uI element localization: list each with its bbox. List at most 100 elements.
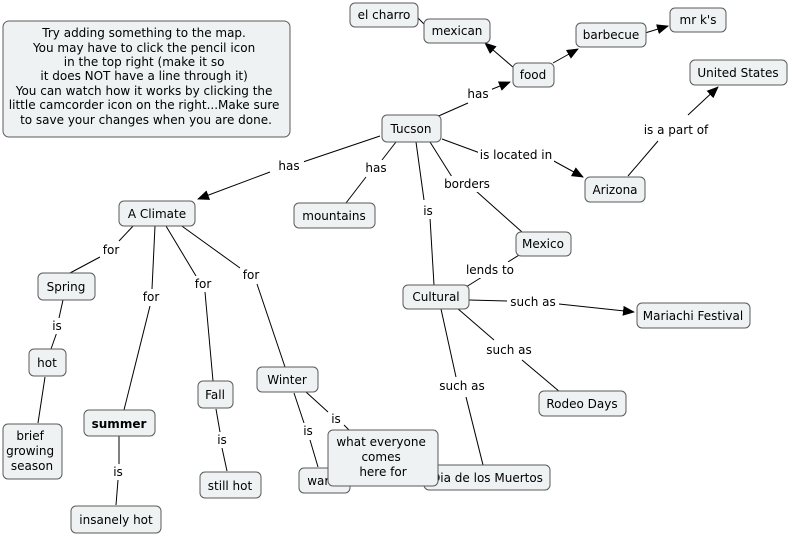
link-islocatedin-arizona — [551, 159, 584, 178]
link-has-climate — [197, 171, 271, 200]
svg-text:Try adding something to the ma: Try adding something to the map. You may… — [9, 26, 283, 127]
svg-text:Dia de los Muertos: Dia de los Muertos — [431, 471, 543, 485]
svg-text:for: for — [143, 290, 160, 304]
svg-text:still hot: still hot — [208, 479, 253, 493]
concept-node-summer[interactable]: summer — [83, 409, 156, 437]
svg-text:has: has — [278, 159, 299, 173]
svg-text:Cultural: Cultural — [412, 290, 459, 304]
concept-node-a-climate[interactable]: A Climate — [118, 200, 196, 227]
concept-node-mariachi-festival[interactable]: Mariachi Festival — [636, 302, 751, 329]
link-isapartof-unitedstates — [687, 86, 719, 116]
svg-text:Mariachi Festival: Mariachi Festival — [643, 309, 743, 323]
svg-text:mr k's: mr k's — [680, 13, 717, 27]
instructions-note — [2, 20, 291, 138]
svg-text:has: has — [467, 87, 488, 101]
concept-node-brief-growing-season[interactable]: brief growing season — [2, 423, 63, 480]
concept-node-el-charro[interactable]: el charro — [349, 2, 419, 28]
link-for-fall — [204, 291, 214, 382]
link-winter-is-2 — [305, 391, 329, 413]
svg-text:brief growing: brief growing season — [6, 429, 58, 473]
concept-node-mountains[interactable]: mountains — [293, 202, 376, 229]
link-is-stillhot — [221, 447, 228, 472]
svg-text:for: for — [243, 268, 260, 282]
concept-node-fall[interactable]: Fall — [197, 380, 234, 409]
svg-text:such as: such as — [486, 343, 531, 357]
instructions-text: Try adding something to the map. You may… — [9, 26, 283, 127]
link-is-warm — [309, 439, 319, 468]
concept-node-united-states[interactable]: United States — [689, 59, 788, 86]
label-for-fall: for — [192, 276, 214, 292]
link-hot-brief — [37, 376, 46, 424]
svg-text:Mexico: Mexico — [522, 237, 564, 251]
svg-text:for: for — [195, 277, 212, 291]
link-tucson-is — [415, 141, 425, 201]
concept-node-barbecue[interactable]: barbecue — [575, 22, 647, 48]
link-for-winter — [256, 283, 286, 368]
label-is-winter: is — [301, 423, 315, 439]
svg-text:such as: such as — [439, 379, 484, 393]
concept-node-cultural[interactable]: Cultural — [402, 284, 470, 310]
link-tucson-borders — [429, 141, 453, 178]
link-cultural-suchas-rodeo — [456, 307, 495, 341]
link-is-cultural — [429, 217, 435, 286]
svg-text:for: for — [103, 243, 120, 257]
svg-text:is: is — [331, 412, 341, 426]
svg-text:Winter: Winter — [267, 373, 307, 387]
svg-text:Spring: Spring — [47, 280, 86, 294]
link-is-hot — [50, 331, 58, 350]
concept-node-mexico[interactable]: Mexico — [515, 231, 572, 257]
label-is-a-part-of: is a part of — [640, 122, 712, 138]
svg-text:is: is — [113, 465, 123, 479]
link-cultural-suchas-dia — [440, 308, 457, 378]
concept-node-dia-de-los-muertos[interactable]: Dia de los Muertos — [423, 464, 551, 491]
label-has-food: has — [464, 86, 492, 102]
svg-text:mountains: mountains — [302, 209, 366, 223]
concept-node-winter[interactable]: Winter — [256, 366, 319, 393]
link-tucson-has-mountains — [381, 141, 397, 161]
svg-text:borders: borders — [444, 177, 490, 191]
link-lendsto-cultural — [465, 276, 483, 288]
svg-text:A Climate: A Climate — [128, 207, 186, 221]
label-lends-to: lends to — [464, 262, 516, 278]
link-climate-for-spring — [118, 223, 136, 242]
svg-text:has: has — [365, 161, 386, 175]
concept-node-what-everyone-comes-here-for[interactable]: what everyone comes here for — [327, 429, 439, 487]
label-such-as-mariachi: such as — [507, 294, 559, 310]
link-climate-for-fall — [165, 225, 197, 277]
concept-node-mr-ks[interactable]: mr k's — [669, 7, 727, 33]
link-suchas-rodeo — [521, 359, 561, 393]
svg-text:Fall: Fall — [205, 388, 225, 402]
svg-text:Arizona: Arizona — [592, 183, 637, 197]
concept-node-spring[interactable]: Spring — [37, 272, 96, 301]
link-barbecue-mrks — [644, 24, 669, 34]
link-winter-is — [293, 392, 305, 424]
link-has-food — [489, 81, 511, 91]
svg-text:lends to: lends to — [466, 263, 514, 277]
concept-node-still-hot[interactable]: still hot — [199, 471, 262, 499]
concept-node-mexican[interactable]: mexican — [423, 18, 491, 44]
concept-node-food[interactable]: food — [512, 62, 555, 88]
concept-node-arizona[interactable]: Arizona — [584, 176, 646, 203]
label-has-mountains: has — [362, 160, 390, 176]
svg-text:el charro: el charro — [358, 8, 411, 22]
svg-text:Tucson: Tucson — [390, 122, 432, 136]
link-climate-for-winter — [178, 223, 241, 269]
concept-node-tucson[interactable]: Tucson — [381, 114, 442, 143]
link-has-mountains — [345, 176, 367, 204]
label-for-winter: for — [240, 267, 262, 283]
label-is-cultural: is — [421, 203, 435, 219]
link-tucson-islocatedin — [441, 138, 481, 154]
svg-text:is: is — [217, 433, 227, 447]
label-is-summer: is — [111, 464, 125, 480]
link-climate-for-summer — [151, 225, 156, 290]
label-is-located-in: is located in — [478, 147, 554, 163]
concept-node-insanely-hot[interactable]: insanely hot — [70, 505, 162, 534]
concept-node-rodeo-days[interactable]: Rodeo Days — [538, 390, 627, 417]
svg-text:is: is — [52, 319, 62, 333]
svg-text:such as: such as — [510, 295, 555, 309]
label-such-as-dia: such as — [436, 378, 488, 394]
concept-node-hot[interactable]: hot — [28, 348, 67, 377]
link-fall-is — [215, 408, 221, 433]
label-is-winter-2: is — [329, 411, 343, 427]
